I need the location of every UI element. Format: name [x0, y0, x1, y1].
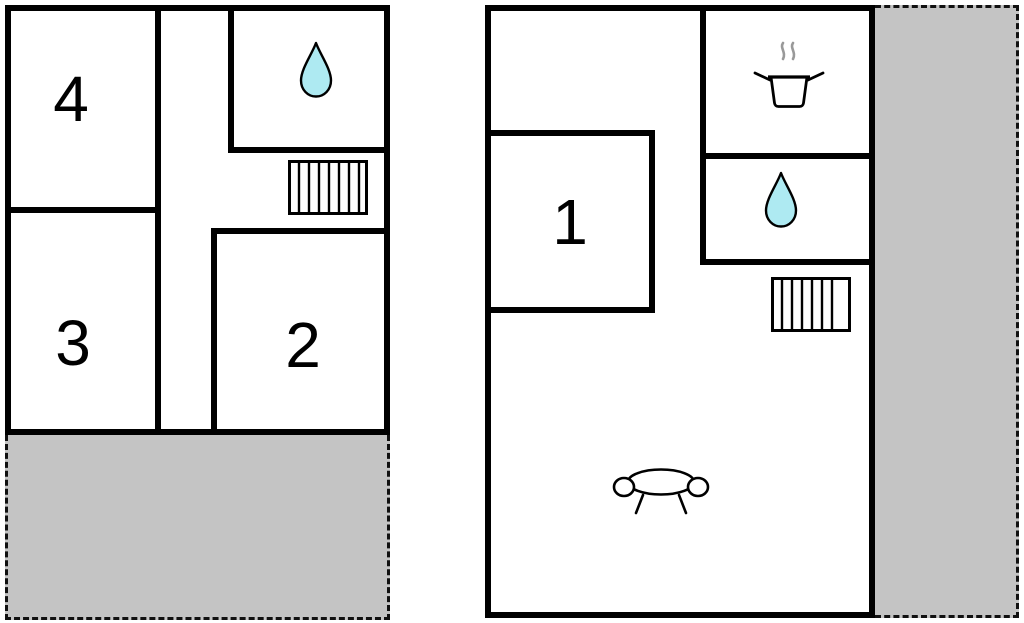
room-1: 1 — [491, 130, 655, 313]
interior-wall-bathroom-bottom — [700, 259, 869, 265]
room-2-label: 2 — [285, 309, 321, 381]
sofa-icon — [609, 457, 713, 519]
interior-wall-kitchen-bathroom — [700, 153, 869, 159]
room-1-label: 1 — [552, 185, 588, 258]
room-3-label: 3 — [55, 307, 91, 379]
water-drop-icon — [297, 41, 335, 99]
interior-wall-room2-top — [211, 228, 384, 234]
room-4-label: 4 — [53, 63, 89, 135]
interior-wall-hall — [155, 11, 161, 429]
radiator-icon — [288, 160, 368, 215]
interior-wall-room2-left — [211, 228, 217, 429]
interior-wall-kitchen-left — [700, 11, 706, 265]
floorplan-right: 1 — [485, 5, 875, 618]
radiator-icon — [771, 277, 851, 332]
interior-wall-bathroom-bottom — [228, 147, 384, 153]
terrace-left — [5, 435, 390, 620]
stove-pot-icon — [746, 39, 832, 119]
interior-wall-bathroom-left — [228, 11, 234, 153]
terrace-right — [875, 5, 1019, 618]
interior-wall-room4-room3 — [11, 207, 155, 213]
floorplan-left: 4 3 2 — [5, 5, 390, 435]
water-drop-icon — [762, 171, 800, 229]
